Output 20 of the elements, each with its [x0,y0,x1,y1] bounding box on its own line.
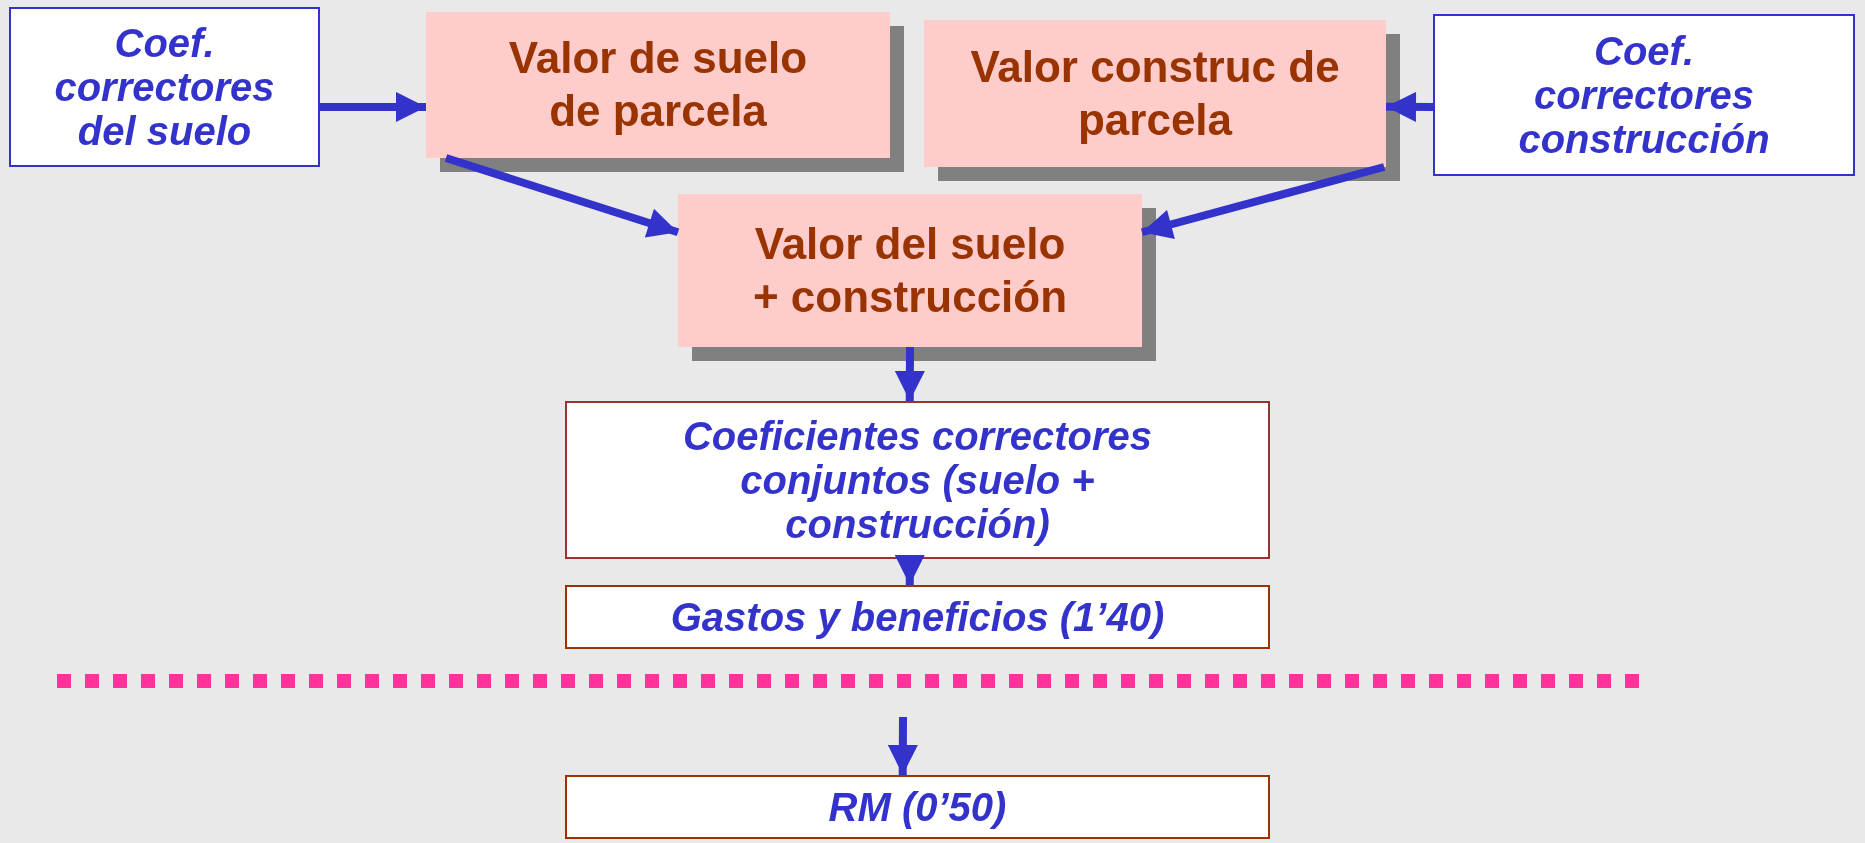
node-label: Valor construc de parcela [969,40,1341,146]
arrow [894,555,925,585]
node-label: RM (0’50) [828,785,1007,829]
node-label: Coeficientes correctores conjuntos (suelo + construcción) [681,414,1154,546]
result-box [565,775,1270,839]
node-label: Coef. correctores del suelo [53,21,276,153]
node-label: Gastos y beneficios (1’40) [670,595,1165,639]
note-box [1433,14,1855,176]
arrow [1385,91,1434,122]
arrow [444,154,680,238]
arrow [1140,163,1386,239]
process-box [565,585,1270,649]
arrow [320,91,426,122]
note-box [9,7,320,167]
node-label: Valor del suelo + construcción [751,217,1069,323]
node-label: Coef. correctores construcción [1517,29,1771,161]
arrow [894,347,925,401]
arrow [887,716,918,775]
process-box [565,401,1270,559]
node-label: Valor de suelo de parcela [507,32,809,137]
